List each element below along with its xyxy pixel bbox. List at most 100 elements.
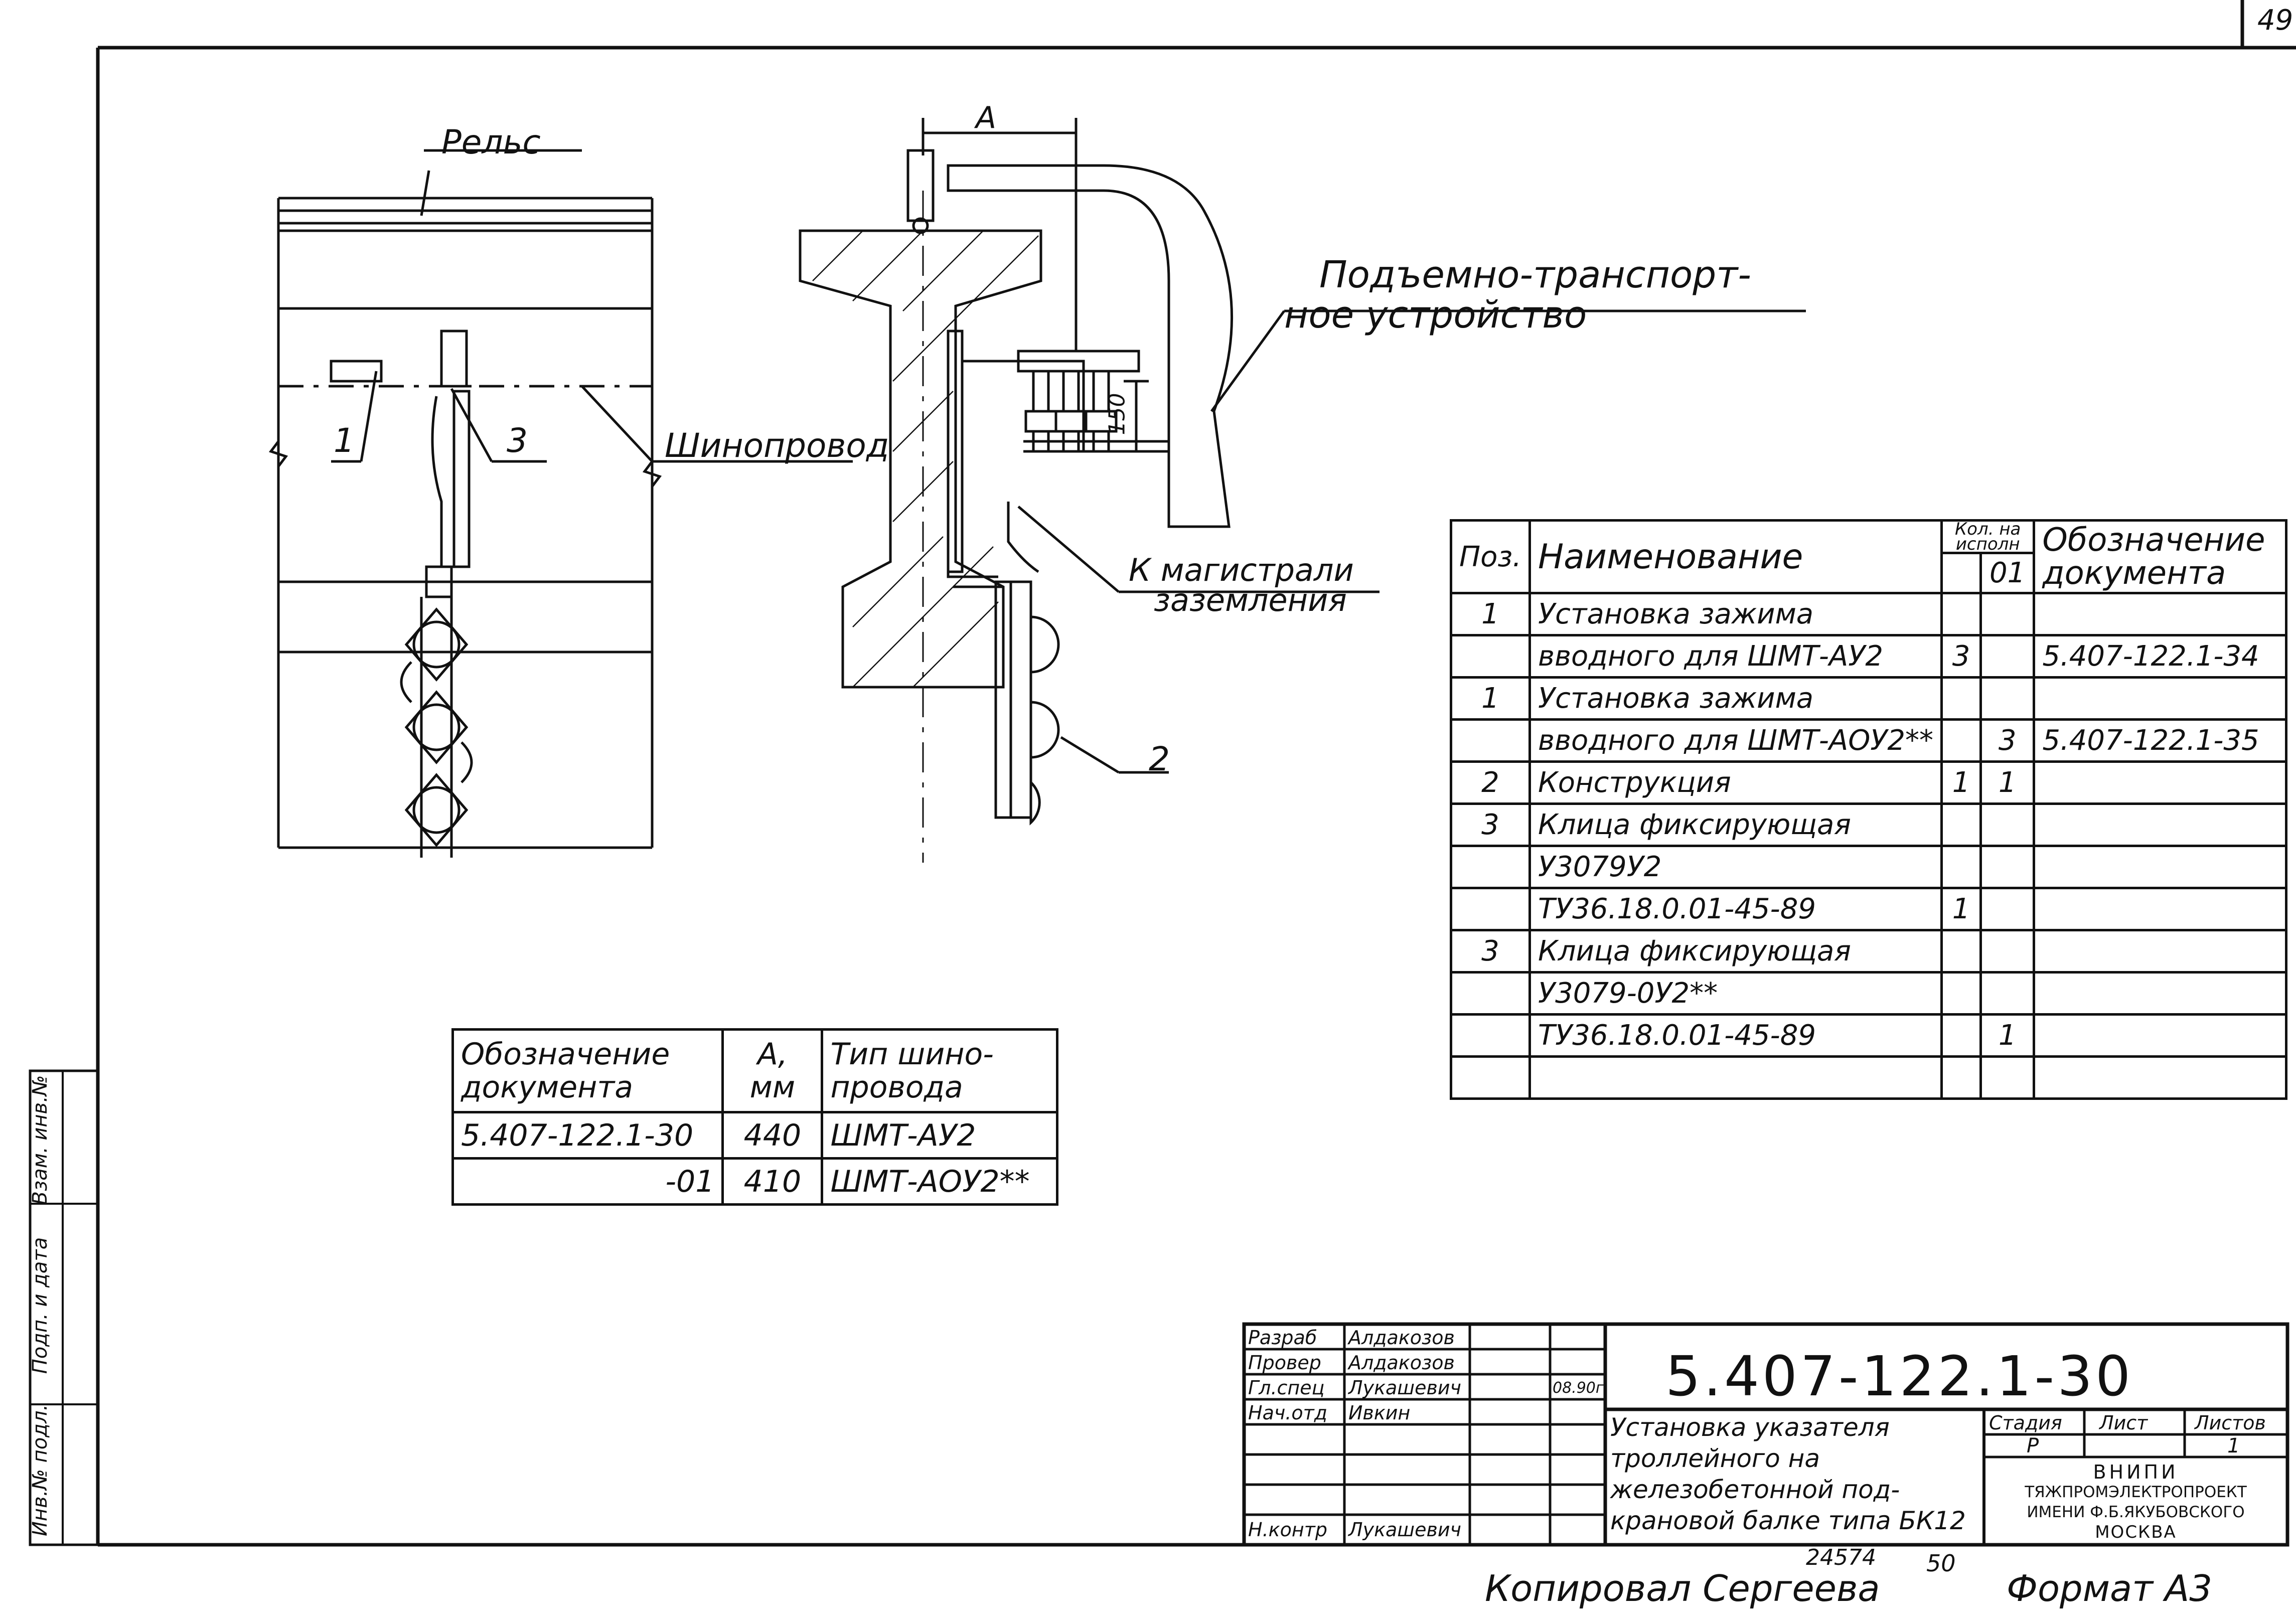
- variant-header-a-line1: А,: [757, 1037, 788, 1072]
- spec-cell-qty-01: 1: [1979, 1013, 2036, 1058]
- spec-cell-doc: [2033, 845, 2287, 889]
- spec-cell-doc: [2033, 760, 2287, 805]
- signature-role-4: Нач.отд: [1248, 1402, 1328, 1424]
- copied-by-note: Копировал Сергеева: [1485, 1567, 1880, 1609]
- spec-cell-qty: [1940, 676, 1982, 721]
- table-row: У3079-0У2**: [1450, 971, 2287, 1016]
- spec-cell-pos: 1: [1450, 592, 1531, 636]
- spec-cell-name: Установка зажима: [1528, 676, 1943, 721]
- signature-role-2: Провер: [1248, 1352, 1321, 1374]
- organization-line: ВНИПИ: [2093, 1461, 2179, 1483]
- variant-header-type-line1: Тип шино-: [830, 1037, 994, 1072]
- spec-cell-doc: [2033, 971, 2287, 1016]
- sheet-label: Лист: [2099, 1412, 2148, 1434]
- sheets-label: Листов: [2195, 1412, 2266, 1434]
- spec-cell-pos: [1450, 887, 1531, 931]
- organization-block: ВНИПИ ТЯЖПРОМЭЛЕКТРОПРОЕКТ ИМЕНИ Ф.Б.ЯКУ…: [1986, 1462, 2285, 1542]
- signature-name-3: Лукашевич: [1348, 1377, 1461, 1399]
- variant-table: Обозначение документа А, мм Тип шино- пр…: [451, 1028, 1058, 1206]
- spec-cell-doc: [2033, 676, 2287, 721]
- spec-cell-doc: [2033, 887, 2287, 931]
- spec-cell-doc: [2033, 929, 2287, 974]
- spec-cell-qty: [1940, 592, 1982, 636]
- variant-cell-doc: -01: [451, 1157, 724, 1206]
- spec-header-qty-mid: исполн: [1955, 534, 2020, 553]
- format-note: Формат А3: [2007, 1567, 2213, 1609]
- table-row: -01 410 ШМТ-АОУ2**: [451, 1157, 1058, 1206]
- spec-cell-qty-01: [1979, 971, 2036, 1016]
- label-rail: Рельс: [441, 123, 541, 161]
- stage-label: Стадия: [1989, 1412, 2062, 1434]
- variant-header-row: Обозначение документа А, мм Тип шино- пр…: [451, 1028, 1058, 1113]
- spec-header-doc-line1: Обозначение: [2042, 522, 2265, 559]
- spec-cell-qty: 1: [1940, 760, 1982, 805]
- table-row: [1450, 1055, 2287, 1100]
- signature-name-7: Лукашевич: [1348, 1519, 1461, 1541]
- table-row: 1 Установка зажима: [1450, 592, 2287, 636]
- spec-cell-pos: [1450, 634, 1531, 679]
- document-title-line: Установка указателя: [1610, 1413, 1890, 1442]
- spec-cell-qty-01: 1: [1979, 760, 2036, 805]
- document-title-line: троллейного на: [1610, 1444, 1820, 1473]
- specification-table: Поз. Наименование Кол. на исполн Обознач…: [1450, 519, 2287, 1100]
- label-ground-line2: заземления: [1154, 582, 1347, 618]
- spec-header-doc-line2: документа: [2042, 555, 2226, 592]
- spec-cell-pos: [1450, 718, 1531, 763]
- spec-cell-name: У3079У2: [1528, 845, 1943, 889]
- spec-cell-pos: [1450, 1013, 1531, 1058]
- spec-cell-doc: 5.407-122.1-35: [2033, 718, 2287, 763]
- table-row: вводного для ШМТ-АУ2 3 5.407-122.1-34: [1450, 634, 2287, 679]
- label-dimension-150: 150: [1104, 393, 1130, 435]
- spec-header-name: Наименование: [1528, 519, 1943, 594]
- spec-cell-qty-01: [1979, 802, 2036, 847]
- label-crane-line1: Подъемно-транспорт-: [1319, 253, 1752, 296]
- variant-header-type: Тип шино- провода: [821, 1028, 1058, 1113]
- spec-cell-name: вводного для ШМТ-АОУ2**: [1528, 718, 1943, 763]
- document-number: 5.407-122.1-30: [1665, 1344, 2134, 1408]
- spec-cell-qty-01: [1979, 845, 2036, 889]
- spec-cell-qty: [1940, 845, 1982, 889]
- spec-cell-qty-01: [1979, 592, 2036, 636]
- document-title: Установка указателя троллейного на желез…: [1610, 1412, 1966, 1536]
- spec-header-doc: Обозначение документа: [2033, 519, 2287, 594]
- spec-header-qty: Кол. на исполн: [1940, 519, 2036, 554]
- spec-cell-qty: [1940, 1013, 1982, 1058]
- spec-cell-doc: [2033, 592, 2287, 636]
- variant-cell-a: 440: [721, 1111, 824, 1160]
- spec-header-qty-base: [1940, 552, 1982, 594]
- variant-header-a: А, мм: [721, 1028, 824, 1113]
- spec-cell-qty-01: [1979, 929, 2036, 974]
- table-row: вводного для ШМТ-АОУ2** 3 5.407-122.1-35: [1450, 718, 2287, 763]
- organization-line: ТЯЖПРОМЭЛЕКТРОПРОЕКТ: [2025, 1483, 2247, 1501]
- label-ground-line1: К магистрали: [1129, 552, 1354, 588]
- label-dimension-a: А: [976, 100, 997, 135]
- spec-cell-doc: [2033, 802, 2287, 847]
- signature-name-2: Алдакозов: [1348, 1352, 1455, 1374]
- sheet-frame: [29, 0, 2296, 1547]
- table-row: У3079У2: [1450, 845, 2287, 889]
- signature-name-4: Ивкин: [1348, 1402, 1411, 1424]
- document-title-line: железобетонной под-: [1610, 1475, 1900, 1504]
- variant-cell-doc: 5.407-122.1-30: [451, 1111, 724, 1160]
- spec-cell-pos: 1: [1450, 676, 1531, 721]
- label-position-2: 2: [1149, 740, 1170, 778]
- spec-cell-pos: 3: [1450, 802, 1531, 847]
- spec-header-qty-01: 01: [1979, 552, 2036, 594]
- stage-value: Р: [2027, 1434, 2039, 1458]
- variant-header-type-line2: провода: [830, 1070, 963, 1105]
- table-row: 2 Конструкция 1 1: [1450, 760, 2287, 805]
- spec-cell-qty: 3: [1940, 634, 1982, 679]
- spec-cell-qty: [1940, 802, 1982, 847]
- spec-cell-qty-01: [1979, 676, 2036, 721]
- spec-cell-name: ТУ36.18.0.01-45-89: [1528, 887, 1943, 931]
- table-row: 3 Клица фиксирующая: [1450, 802, 2287, 847]
- spec-cell-name: вводного для ШМТ-АУ2: [1528, 634, 1943, 679]
- signature-date: 08.90г: [1553, 1379, 1604, 1397]
- signature-role-3: Гл.спец: [1248, 1377, 1325, 1399]
- spec-cell-qty: [1940, 718, 1982, 763]
- spec-cell-qty-01: 3: [1979, 718, 2036, 763]
- table-row: 5.407-122.1-30 440 ШМТ-АУ2: [451, 1111, 1058, 1160]
- spec-cell-doc: [2033, 1055, 2287, 1100]
- spec-cell-doc: 5.407-122.1-34: [2033, 634, 2287, 679]
